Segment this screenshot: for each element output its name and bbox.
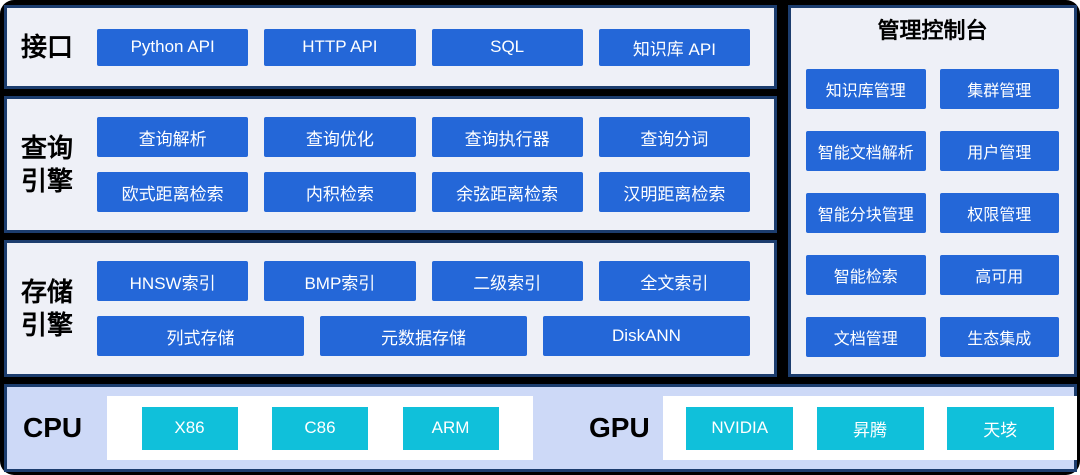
console-feature-block: 高可用 (939, 255, 1059, 295)
cpu-options-box: X86 C86 ARM (107, 396, 533, 460)
storage-engine-block: BMP索引 (264, 261, 416, 301)
console-title: 管理控制台 (877, 18, 988, 43)
query-engine-rows: 查询解析查询优化查询执行器查询分词 欧式距离检索内积检索余弦距离检索汉明距离检索 (97, 117, 750, 212)
console-block-grid: 知识库管理集群管理智能文档解析用户管理智能分块管理权限管理智能检索高可用文档管理… (806, 69, 1059, 357)
query-engine-block: 查询分词 (598, 117, 750, 157)
console-feature-block: 知识库管理 (806, 69, 926, 109)
storage-engine-rows: HNSW索引 BMP索引二级索引全文索引 列式存储元数据存储 DiskANN (97, 261, 750, 356)
query-engine-block: 内积检索 (264, 172, 416, 212)
gpu-vendor-block: 天垓 (946, 406, 1054, 450)
cpu-arch-block: X86 (141, 406, 238, 450)
storage-engine-label: 存储 引擎 (7, 276, 97, 341)
query-engine-label: 查询 引擎 (7, 132, 97, 197)
interface-api-block: 知识库 API (598, 28, 750, 66)
storage-engine-block: 全文索引 (598, 261, 750, 301)
section-management-console: 管理控制台 知识库管理集群管理智能文档解析用户管理智能分块管理权限管理智能检索高… (788, 5, 1077, 377)
interface-api-block: SQL (431, 28, 583, 66)
query-engine-block: 汉明距离检索 (598, 172, 750, 212)
query-engine-label-line2: 引擎 (21, 165, 74, 196)
console-feature-block: 生态集成 (939, 317, 1059, 357)
console-feature-block: 智能检索 (806, 255, 926, 295)
interface-label: 接口 (21, 31, 74, 62)
interface-api-block: Python API (97, 28, 249, 66)
console-feature-block: 集群管理 (939, 69, 1059, 109)
console-feature-block: 文档管理 (806, 317, 926, 357)
console-feature-block: 智能分块管理 (806, 193, 926, 233)
storage-engine-block: 二级索引 (431, 261, 583, 301)
storage-engine-label-line2: 引擎 (21, 309, 74, 340)
storage-engine-row-1: HNSW索引 BMP索引二级索引全文索引 (97, 261, 750, 301)
interface-block-row: Python API HTTP API SQL 知识库 API (97, 28, 750, 66)
storage-engine-block: HNSW索引 (97, 261, 249, 301)
storage-engine-block: 元数据存储 (320, 316, 527, 356)
query-engine-row-2: 欧式距离检索内积检索余弦距离检索汉明距离检索 (97, 172, 750, 212)
query-engine-block: 查询执行器 (431, 117, 583, 157)
storage-engine-label-line1: 存储 (21, 277, 74, 307)
query-engine-block: 查询优化 (264, 117, 416, 157)
section-storage-engine: 存储 引擎 HNSW索引 BMP索引二级索引全文索引 列式存储元数据存储 DiskA… (4, 240, 777, 377)
storage-engine-block: DiskANN (543, 316, 750, 356)
gpu-vendor-block: 昇腾 (816, 406, 924, 450)
gpu-label: GPU (589, 412, 650, 443)
section-hardware: CPU X86 C86 ARM GPU NVIDIA 昇腾天垓 (4, 384, 1077, 472)
storage-engine-block: 列式存储 (97, 316, 304, 356)
section-query-engine: 查询 引擎 查询解析查询优化查询执行器查询分词 欧式距离检索内积检索余弦距离检索… (4, 96, 777, 233)
query-engine-row-1: 查询解析查询优化查询执行器查询分词 (97, 117, 750, 157)
section-interface: 接口 Python API HTTP API SQL 知识库 API (4, 5, 777, 89)
cpu-arch-block: C86 (272, 406, 368, 450)
cpu-label: CPU (23, 412, 83, 443)
interface-api-block: HTTP API (264, 28, 416, 66)
console-feature-block: 用户管理 (939, 131, 1059, 171)
query-engine-block: 余弦距离检索 (431, 172, 583, 212)
storage-engine-row-2: 列式存储元数据存储 DiskANN (97, 316, 750, 356)
console-feature-block: 智能文档解析 (806, 131, 926, 171)
query-engine-block: 查询解析 (97, 117, 249, 157)
console-feature-block: 权限管理 (939, 193, 1059, 233)
query-engine-block: 欧式距离检索 (97, 172, 249, 212)
gpu-options-box: NVIDIA 昇腾天垓 (663, 396, 1077, 460)
gpu-vendor-block: NVIDIA (686, 406, 794, 450)
query-engine-label-line1: 查询 (21, 133, 74, 163)
cpu-arch-block: ARM (402, 406, 499, 450)
